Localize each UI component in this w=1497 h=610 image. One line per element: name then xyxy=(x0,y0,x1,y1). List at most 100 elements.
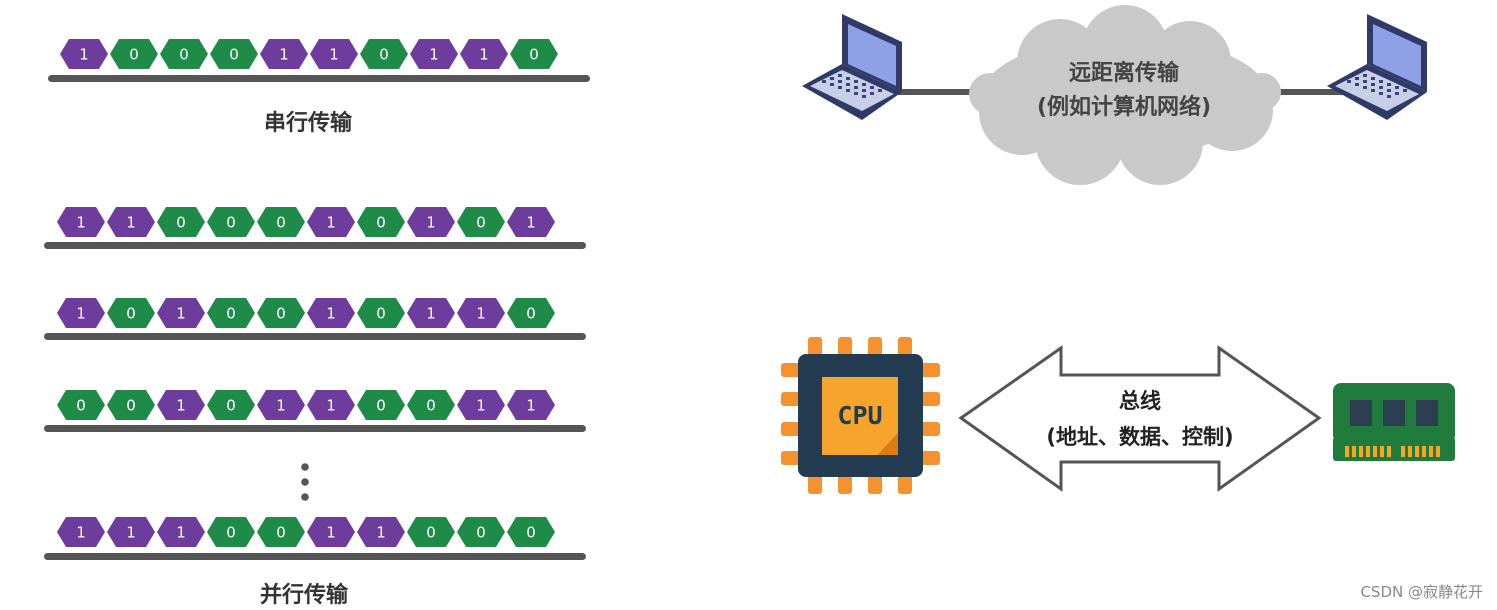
bit-value: 1 xyxy=(479,46,489,64)
bit-value: 0 xyxy=(126,305,136,323)
bit-token xyxy=(360,39,408,69)
bit-value: 0 xyxy=(426,524,436,542)
bit-token xyxy=(107,207,155,237)
bit-token xyxy=(60,39,108,69)
bit-value: 0 xyxy=(476,524,486,542)
bit-token xyxy=(307,517,355,547)
bit-token xyxy=(157,517,205,547)
bit-token xyxy=(157,390,205,420)
bit-value: 1 xyxy=(76,305,86,323)
cpu-label: CPU xyxy=(837,401,882,430)
bit-value: 0 xyxy=(476,214,486,232)
bit-token xyxy=(507,298,555,328)
bit-value: 1 xyxy=(429,46,439,64)
bit-value: 1 xyxy=(326,524,336,542)
bit-token xyxy=(507,207,555,237)
bit-value: 0 xyxy=(126,397,136,415)
bit-token xyxy=(457,298,505,328)
bit-value: 1 xyxy=(526,214,536,232)
bit-value: 1 xyxy=(279,46,289,64)
bit-value: 0 xyxy=(226,214,236,232)
bit-value: 0 xyxy=(376,305,386,323)
parallel-wire-3 xyxy=(44,425,586,432)
bit-token xyxy=(260,39,308,69)
cloud-line-1: 远距离传输 xyxy=(1069,60,1180,86)
bit-token xyxy=(457,390,505,420)
bit-token xyxy=(257,517,305,547)
bit-value: 1 xyxy=(326,214,336,232)
bit-value: 1 xyxy=(79,46,89,64)
bit-value: 1 xyxy=(76,214,86,232)
bit-token xyxy=(107,298,155,328)
bit-value: 1 xyxy=(176,305,186,323)
bit-token xyxy=(110,39,158,69)
bit-token xyxy=(357,298,405,328)
serial-caption: 串行传输 xyxy=(264,110,353,136)
bit-value: 0 xyxy=(276,214,286,232)
bit-value: 0 xyxy=(529,46,539,64)
bit-value: 0 xyxy=(129,46,139,64)
bit-token xyxy=(407,298,455,328)
parallel-wire-2 xyxy=(44,333,586,340)
bit-token xyxy=(410,39,458,69)
bit-token xyxy=(57,298,105,328)
bit-token xyxy=(207,207,255,237)
bit-token xyxy=(160,39,208,69)
bus-line-2: (地址、数据、控制) xyxy=(1046,425,1233,449)
bit-value: 0 xyxy=(276,305,286,323)
bit-token xyxy=(507,390,555,420)
bit-value: 1 xyxy=(426,214,436,232)
bit-value: 1 xyxy=(326,397,336,415)
bit-value: 1 xyxy=(476,305,486,323)
bus-line-1: 总线 xyxy=(1119,389,1161,413)
bit-token xyxy=(510,39,558,69)
serial-wire xyxy=(48,75,590,82)
bit-token xyxy=(407,517,455,547)
bit-token xyxy=(310,39,358,69)
bit-token xyxy=(57,390,105,420)
bit-value: 0 xyxy=(226,305,236,323)
cpu-icon: CPU xyxy=(781,337,940,494)
bit-value: 0 xyxy=(526,524,536,542)
bit-token xyxy=(507,517,555,547)
bit-value: 0 xyxy=(276,524,286,542)
parallel-caption: 并行传输 xyxy=(260,582,349,608)
watermark: CSDN @寂静花开 xyxy=(1360,583,1483,601)
parallel-wire-4 xyxy=(44,553,586,560)
bit-token xyxy=(307,298,355,328)
bit-value: 0 xyxy=(426,397,436,415)
bit-value: 1 xyxy=(426,305,436,323)
bit-token xyxy=(57,207,105,237)
bit-token xyxy=(457,207,505,237)
bit-token xyxy=(357,517,405,547)
bit-value: 1 xyxy=(176,524,186,542)
bit-token xyxy=(210,39,258,69)
bit-value: 1 xyxy=(276,397,286,415)
network-link-left xyxy=(895,89,985,95)
bit-value: 0 xyxy=(76,397,86,415)
bit-token xyxy=(57,517,105,547)
cloud: 远距离传输 (例如计算机网络) xyxy=(969,5,1281,185)
bit-value: 0 xyxy=(376,214,386,232)
bit-token xyxy=(207,298,255,328)
bit-token xyxy=(460,39,508,69)
bit-token xyxy=(307,207,355,237)
bit-token xyxy=(157,207,205,237)
bus-arrow: 总线 (地址、数据、控制) xyxy=(958,345,1322,492)
bit-token xyxy=(257,298,305,328)
bit-token xyxy=(357,207,405,237)
bit-token xyxy=(407,390,455,420)
bit-value: 1 xyxy=(476,397,486,415)
bit-token xyxy=(207,517,255,547)
bit-token xyxy=(407,207,455,237)
bit-token xyxy=(257,207,305,237)
